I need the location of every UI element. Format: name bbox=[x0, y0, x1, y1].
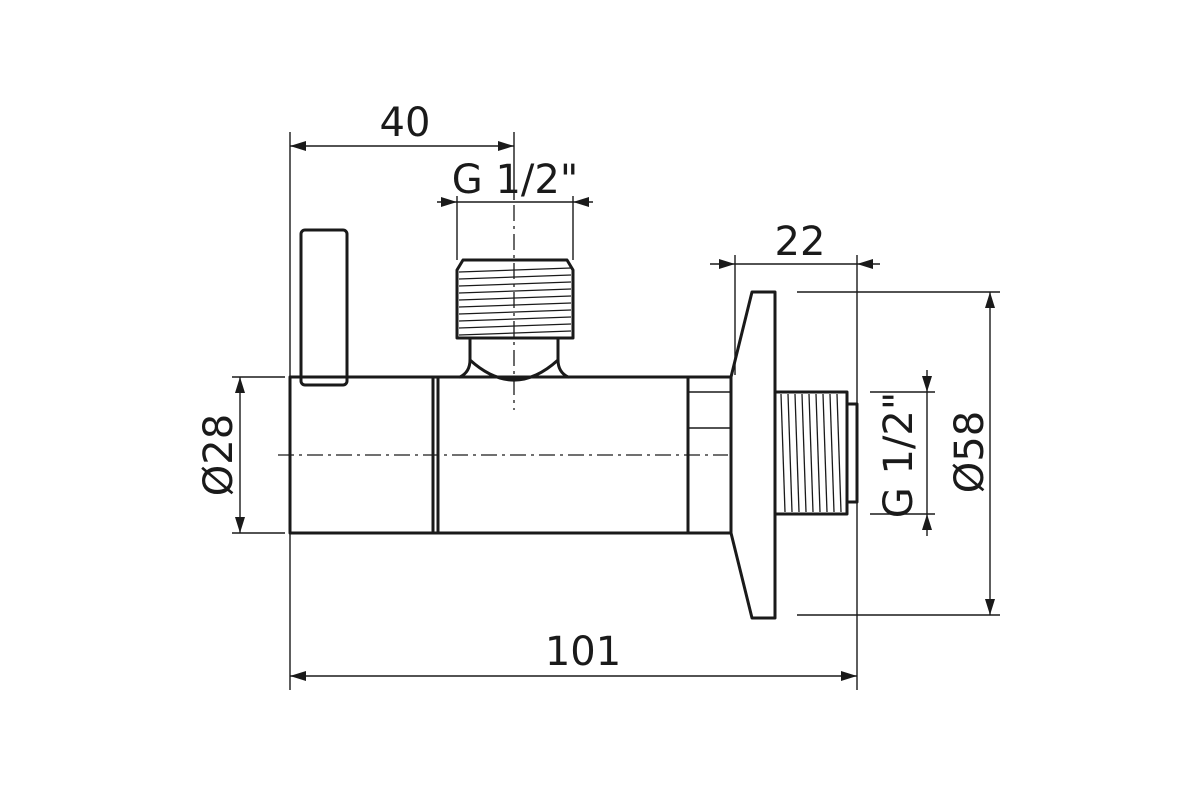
outlet-thread bbox=[455, 258, 575, 340]
extension-lines bbox=[232, 132, 1000, 690]
dimension-wall-flange-depth: 22 bbox=[710, 219, 880, 269]
dimension-handle-offset-label: 40 bbox=[380, 100, 431, 146]
dimension-body-diameter-label: Ø28 bbox=[196, 414, 242, 496]
dimension-flange-diameter-label: Ø58 bbox=[947, 411, 993, 493]
valve-outline bbox=[288, 228, 859, 620]
dimension-outlet-thread-label: G 1/2" bbox=[452, 157, 578, 203]
inlet-thread-lines bbox=[780, 393, 842, 513]
dimension-body-diameter: Ø28 bbox=[196, 377, 245, 533]
inlet-pipe-end bbox=[845, 402, 859, 504]
dimension-outlet-thread: G 1/2" bbox=[437, 157, 593, 207]
outlet-thread-lines bbox=[458, 267, 572, 336]
dimension-overall-length: 101 bbox=[290, 629, 857, 681]
wall-flange bbox=[729, 290, 777, 620]
dimension-flange-diameter: Ø58 bbox=[947, 292, 995, 615]
dimension-inlet-thread: G 1/2" bbox=[876, 370, 932, 536]
dimension-inlet-thread-label: G 1/2" bbox=[876, 392, 922, 518]
dimension-wall-flange-depth-label: 22 bbox=[775, 219, 826, 265]
dimension-overall-length-label: 101 bbox=[545, 629, 621, 675]
dimension-handle-offset: 40 bbox=[290, 100, 514, 151]
handle-lever bbox=[299, 228, 349, 387]
